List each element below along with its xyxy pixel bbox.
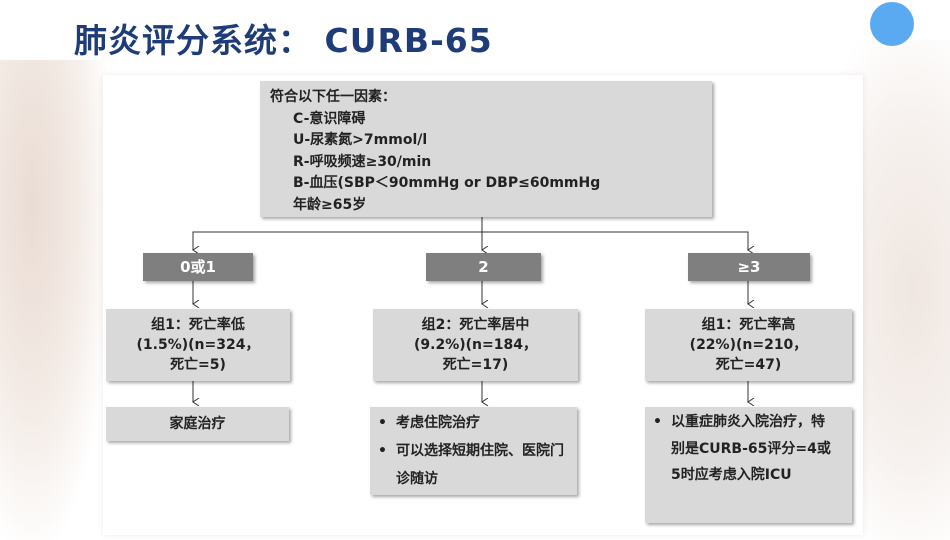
criteria-item: U-尿素氮>7mmol/l <box>293 132 428 149</box>
group-line: 组1：死亡率高 <box>701 317 796 333</box>
criteria-item: 年龄≥65岁 <box>293 196 367 213</box>
group-line: 死亡=5) <box>170 357 226 373</box>
group-line: (9.2%)(n=184， <box>414 337 537 353</box>
group-line: (22%)(n=210， <box>689 337 808 353</box>
treatment-text: 家庭治疗 <box>169 416 226 432</box>
treatment-box-home: 家庭治疗 <box>106 407 289 441</box>
group-box-high-risk: 组1：死亡率高 (22%)(n=210， 死亡=47) <box>645 309 852 381</box>
criteria-item: B-血压(SBP＜90mmHg or DBP≤60mmHg <box>293 175 601 192</box>
group-line: 组2：死亡率居中 <box>421 317 530 333</box>
treatment-bullet: 考虑住院治疗 <box>370 409 577 437</box>
connector-split <box>192 231 749 250</box>
criteria-item: R-呼吸频速≥30/min <box>293 153 432 170</box>
treatment-bullet: 以重症肺炎入院治疗，特别是CURB-65评分=4或5时应考虑入院ICU <box>645 409 832 489</box>
group-line: 组1：死亡率低 <box>151 317 245 333</box>
group-line: 死亡=17) <box>442 357 509 373</box>
decorative-circle <box>870 2 914 46</box>
group-line: (1.5%)(n=324， <box>136 337 260 353</box>
criteria-heading: 符合以下任一因素： <box>270 89 396 105</box>
treatment-box-icu: 以重症肺炎入院治疗，特别是CURB-65评分=4或5时应考虑入院ICU <box>645 407 852 523</box>
group-box-medium-risk: 组2：死亡率居中 (9.2%)(n=184， 死亡=17) <box>373 309 578 381</box>
slide-title: 肺炎评分系统： CURB-65 <box>74 21 493 60</box>
background-photo-left <box>0 60 110 540</box>
treatment-box-hospital: 考虑住院治疗 可以选择短期住院、医院门诊随访 <box>370 407 577 495</box>
group-box-low-risk: 组1：死亡率低 (1.5%)(n=324， 死亡=5) <box>106 309 290 381</box>
treatment-bullet: 可以选择短期住院、医院门诊随访 <box>370 437 577 493</box>
score-box-3-plus: ≥3 <box>688 253 810 281</box>
group-line: 死亡=47) <box>715 357 782 373</box>
score-box-0-1: 0或1 <box>143 253 253 281</box>
criteria-item: C-意识障碍 <box>293 110 366 127</box>
criteria-box: 符合以下任一因素： C-意识障碍 U-尿素氮>7mmol/l R-呼吸频速≥30… <box>260 81 712 217</box>
score-box-2: 2 <box>426 253 541 281</box>
